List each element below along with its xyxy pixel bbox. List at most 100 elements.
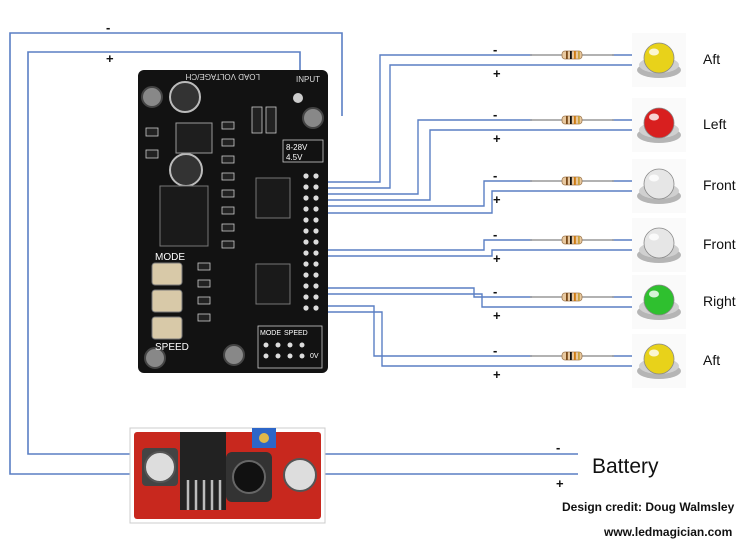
led-5 <box>632 275 686 329</box>
capacitor-top <box>169 81 201 113</box>
header-pin <box>303 184 309 190</box>
header-pin <box>313 272 319 278</box>
header-pin <box>303 283 309 289</box>
led-plus-wire <box>323 311 640 367</box>
resistor <box>530 292 614 302</box>
led-plus-wire <box>323 249 640 257</box>
header-pin <box>313 206 319 212</box>
header-pin <box>313 217 319 223</box>
led-plus-wire <box>323 293 640 308</box>
led-name-label: Right <box>703 293 736 309</box>
header-pin <box>313 305 319 311</box>
resistor <box>530 50 614 60</box>
led-minus-label: - <box>493 343 498 358</box>
ov-label: 0V <box>310 353 319 360</box>
speed-label: SPEED <box>155 342 189 353</box>
led-3 <box>632 159 686 213</box>
header-pin <box>303 294 309 300</box>
buck-regulator-pins <box>186 480 222 510</box>
board-input-label: INPUT <box>296 75 320 84</box>
mode-button <box>151 262 183 286</box>
header-pin <box>303 217 309 223</box>
header-pin <box>303 228 309 234</box>
header-pin <box>313 250 319 256</box>
led-minus-label: - <box>493 284 498 299</box>
led-4 <box>632 218 686 272</box>
battery-plus-label: + <box>556 476 564 491</box>
mount-hole-bottom-left <box>144 347 166 369</box>
mount-hole-top-right <box>302 107 324 129</box>
speed-button <box>151 316 183 340</box>
led-plus-wire <box>323 64 640 189</box>
led-minus-label: - <box>493 42 498 57</box>
led-plus-wire <box>323 129 640 201</box>
led-minus-wire <box>323 180 532 207</box>
led-plus-label: + <box>493 131 501 146</box>
buck-converter <box>129 427 326 524</box>
led-6 <box>632 334 686 388</box>
header-pin <box>303 261 309 267</box>
voltage-range-label: 8-28V <box>286 143 308 152</box>
led-minus-wire <box>323 305 532 357</box>
header-pin <box>313 239 319 245</box>
ic-lower <box>255 263 291 305</box>
input-terminal <box>293 93 303 103</box>
website-label: www.ledmagician.com <box>604 525 733 539</box>
bottom-pins <box>263 342 305 359</box>
capacitor-mid <box>169 153 203 187</box>
supply-minus-wire <box>9 32 343 475</box>
header-pin <box>303 305 309 311</box>
led-minus-wire <box>323 287 532 298</box>
header-pin <box>303 173 309 179</box>
board-header-text: LOAD VOLTAGE/CH <box>185 72 260 81</box>
header-pin <box>303 239 309 245</box>
led-plus-label: + <box>493 251 501 266</box>
resistor <box>530 351 614 361</box>
supply-plus-wire <box>27 51 301 455</box>
header-pin <box>303 250 309 256</box>
header-pin <box>303 272 309 278</box>
supply-plus-label: + <box>106 51 114 66</box>
led-minus-label: - <box>493 227 498 242</box>
header-pin <box>313 294 319 300</box>
led-name-label: Left <box>703 116 727 132</box>
led-minus-label: - <box>493 107 498 122</box>
controller-board: LOAD VOLTAGE/CH INPUT <box>138 70 328 373</box>
led-name-label: Aft <box>703 352 721 368</box>
smd-components <box>145 106 277 322</box>
led-2 <box>632 98 686 152</box>
bottom-mode-label: MODE <box>260 330 281 337</box>
buttons <box>151 262 183 340</box>
led-name-label: Front <box>703 177 736 193</box>
led-plus-wire <box>323 190 640 214</box>
led-name-label: Front <box>703 236 736 252</box>
led-minus-label: - <box>493 168 498 183</box>
voltage-regulator <box>175 122 213 154</box>
header-pin <box>313 261 319 267</box>
mount-hole-bottom-right <box>223 344 245 366</box>
design-credit: Design credit: Doug Walmsley <box>562 500 735 514</box>
led-1 <box>632 33 686 87</box>
led-plus-label: + <box>493 192 501 207</box>
led-minus-wire <box>323 54 532 183</box>
battery-minus-label: - <box>556 440 561 455</box>
battery-label: Battery <box>592 455 659 478</box>
resistor <box>530 235 614 245</box>
header-pin <box>303 195 309 201</box>
ic-left <box>159 185 209 247</box>
ic-upper <box>255 177 291 219</box>
led-name-label: Aft <box>703 51 721 67</box>
header-pin <box>313 228 319 234</box>
buck-capacitor-right <box>283 458 317 492</box>
led-group <box>530 33 686 388</box>
led-plus-label: + <box>493 66 501 81</box>
pin-header <box>303 173 319 311</box>
supply-wires <box>9 32 578 475</box>
led-minus-wire <box>323 119 532 195</box>
led-plus-label: + <box>493 367 501 382</box>
voltage-out-label: 4.5V <box>286 153 303 162</box>
resistor <box>530 176 614 186</box>
mode-label: MODE <box>155 252 185 263</box>
header-pin <box>313 173 319 179</box>
